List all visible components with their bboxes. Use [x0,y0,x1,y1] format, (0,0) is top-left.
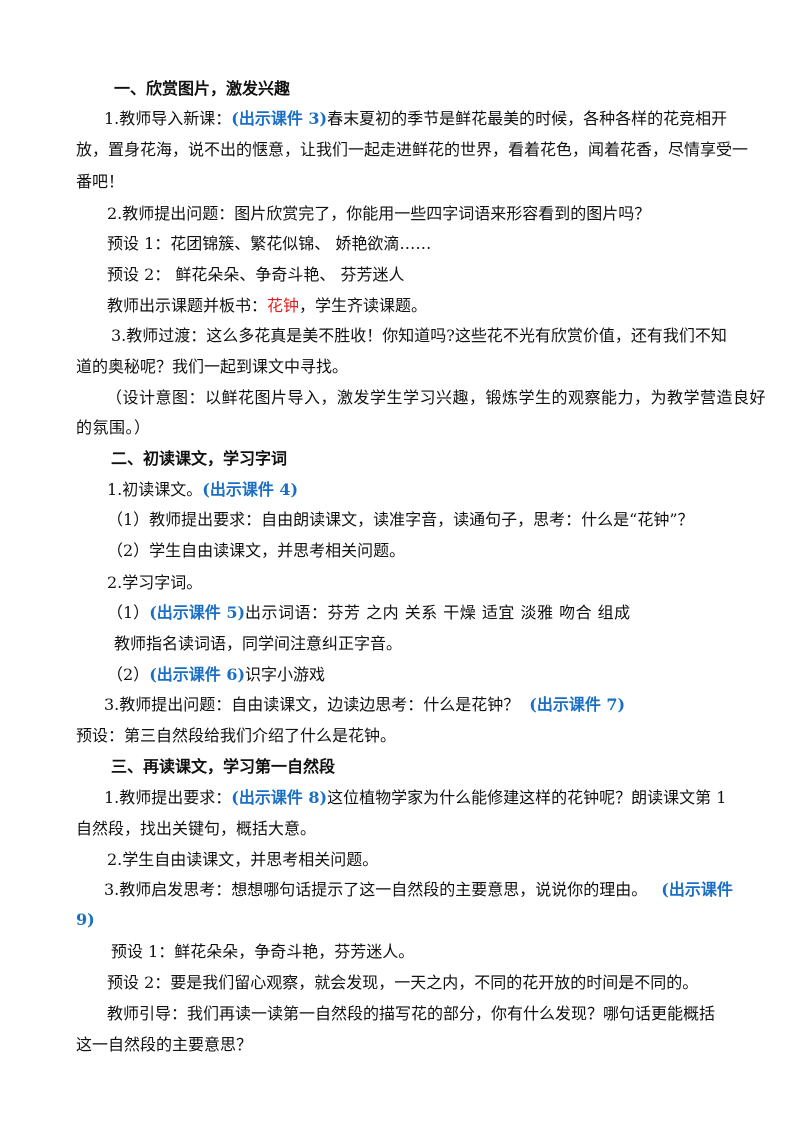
text: 3.教师提出问题：自由读课文，边读边思考：什么是花钟？ [104,695,520,714]
design-intent: （设计意图：以鲜花图片导入，激发学生学习兴趣，锻炼学生的观察能力，为教学营造良好 [106,388,767,407]
preset-2: 预设：第三自然段给我们介绍了什么是花钟。 [76,726,397,745]
courseware-ref: (出示课件 7) [529,695,626,714]
preset-3-2: 预设 2：要是我们留心观察，就会发现，一天之内，不同的花开放的时间是不同的。 [107,973,699,992]
text: 1.教师导入新课： [104,109,232,128]
paragraph-2-1: 1.初读课文。(出示课件 4) [107,479,298,501]
paragraph-3-2: 2.学生自由读课文，并思考相关问题。 [107,850,379,869]
board-writing: 教师出示课题并板书：花钟，学生齐读课题。 [107,295,427,317]
text: ，学生齐读课题。 [299,296,428,315]
paragraph-1-1-line3: 番吧！ [76,172,125,191]
section-heading-3: 三、再读课文，学习第一自然段 [111,757,336,776]
paragraph-1-1-line2: 放，置身花海，说不出的惬意，让我们一起走进鲜花的世界，看着花色，闻着花香，尽情享… [76,140,749,159]
words-2-2: （2）(出示课件 6)识字小游戏 [107,664,325,686]
text: 教师出示课题并板书： [107,296,268,315]
words-2-1-line2: 教师指名读词语，同学间注意纠正字音。 [114,634,403,653]
paragraph-2-3: 3.教师提出问题：自由读课文，边读边思考：什么是花钟？ (出示课件 7) [104,694,625,716]
preset-3-1: 预设 1：鲜花朵朵，争奇斗艳，芬芳迷人。 [111,942,415,961]
section-heading-1: 一、欣赏图片，激发兴趣 [114,79,291,98]
paragraph-3-3: 3.教师启发思考：想想哪句话提示了这一自然段的主要意思，说说你的理由。 (出示课件 [104,879,733,901]
courseware-ref-continued: 9) [76,910,95,929]
paragraph-1-3-line2: 道的奥秘呢？我们一起到课文中寻找。 [76,357,349,376]
paragraph-3-1-line2: 自然段，找出关键句，概括大意。 [76,819,317,838]
text: 3.教师启发思考：想想哪句话提示了这一自然段的主要意思，说说你的理由。 [104,880,648,899]
lesson-title-highlight: 花钟 [267,296,300,315]
question-2-2: （2）学生自由读课文，并思考相关问题。 [107,541,406,560]
paragraph-3-1: 1.教师提出要求：(出示课件 8)这位植物学家为什么能修建这样的花钟呢？朗读课文… [104,787,726,809]
section-heading-2: 二、初读课文，学习字词 [111,449,288,468]
text: 春末夏初的季节是鲜花最美的时候，各种各样的花竞相开 [327,109,728,128]
paragraph-1-1: 1.教师导入新课：(出示课件 3)春末夏初的季节是鲜花最美的时候，各种各样的花竞… [104,108,727,130]
paragraph-1-2: 2.教师提出问题：图片欣赏完了，你能用一些四字词语来形容看到的图片吗？ [107,204,651,223]
text: 识字小游戏 [245,665,326,684]
text: 1.教师提出要求： [104,788,232,807]
courseware-ref: (出示课件 3) [231,109,328,128]
words-2-1: （1）(出示课件 5)出示词语：芬芳 之内 关系 干燥 适宜 淡雅 吻合 组成 [107,602,631,624]
teacher-guide: 教师引导：我们再读一读第一自然段的描写花的部分，你有什么发现？哪句话更能概括 [107,1004,716,1023]
courseware-ref: (出示课件 [661,880,733,899]
text: （2） [107,665,150,684]
question-2-1: （1）教师提出要求：自由朗读课文，读准字音，读通句子，思考：什么是“花钟”？ [107,510,694,529]
preset-1-2: 预设 2： 鲜花朵朵、争奇斗艳、 芬芳迷人 [107,265,405,284]
teacher-guide-line2: 这一自然段的主要意思？ [76,1035,253,1054]
paragraph-2-2: 2.学习字词。 [107,573,203,592]
paragraph-1-3: 3.教师过渡：这么多花真是美不胜收！你知道吗?这些花不光有欣赏价值，还有我们不知 [111,326,727,345]
text: 这位植物学家为什么能修建这样的花钟呢？朗读课文第 1 [327,788,727,807]
text: （1） [107,603,150,622]
text: 1.初读课文。 [107,480,203,499]
courseware-ref: (出示课件 6) [149,665,246,684]
courseware-ref: (出示课件 5) [149,603,246,622]
courseware-ref: (出示课件 8) [231,788,328,807]
design-intent-line2: 的氛围。） [76,418,151,437]
preset-1-1: 预设 1：花团锦簇、繁花似锦、 娇艳欲滴…… [107,234,432,253]
courseware-ref: (出示课件 4) [202,480,299,499]
vocab-list: 出示词语：芬芳 之内 关系 干燥 适宜 淡雅 吻合 组成 [245,603,631,622]
